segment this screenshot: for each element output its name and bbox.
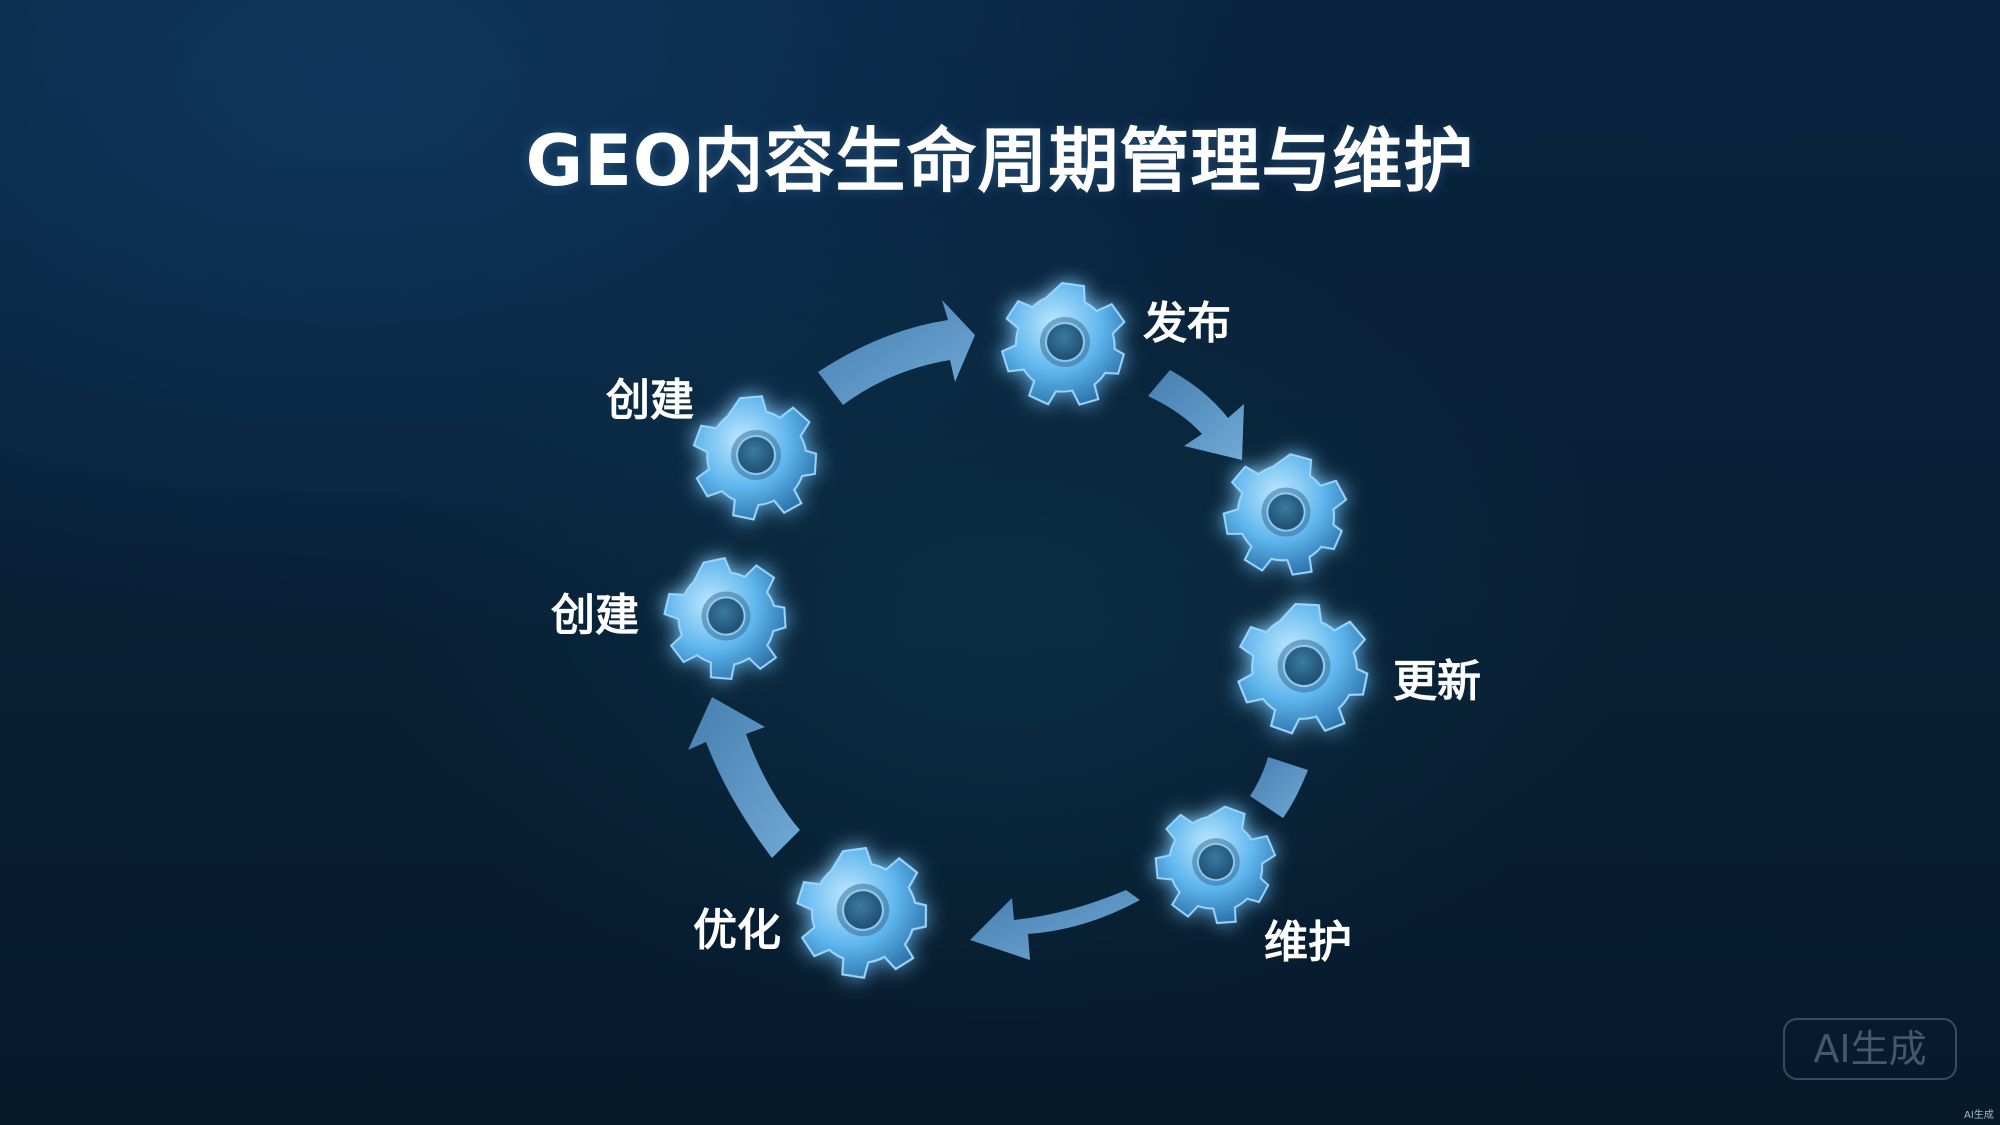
gear-icon [994,275,1134,415]
gear-icon [790,839,936,987]
ai-generated-watermark: AI生成 [1783,1018,1957,1080]
ai-generated-corner-mark: AI生成 [1964,1110,1994,1121]
gear-icon [689,390,823,526]
gear-icon [1234,600,1372,739]
node-label-optimize: 优化 [693,905,781,956]
arrow-create-to-publish [818,300,975,405]
diagram-title: GEO内容生命周期管理与维护 [525,120,1475,202]
gear-icon [1211,440,1359,589]
arrow-maintain-to-optimize [970,890,1140,960]
node-label-create-left: 创建 [551,590,639,641]
node-label-update: 更新 [1393,656,1481,707]
gear-icon [654,547,798,691]
node-label-create-top: 创建 [606,375,694,426]
node-label-maintain: 维护 [1264,917,1352,968]
arrow-optimize-to-create [688,697,800,858]
arrow-publish-to-right-gear [1148,370,1244,460]
node-label-publish: 发布 [1143,298,1231,349]
arrow-update-to-maintain [1250,757,1308,818]
